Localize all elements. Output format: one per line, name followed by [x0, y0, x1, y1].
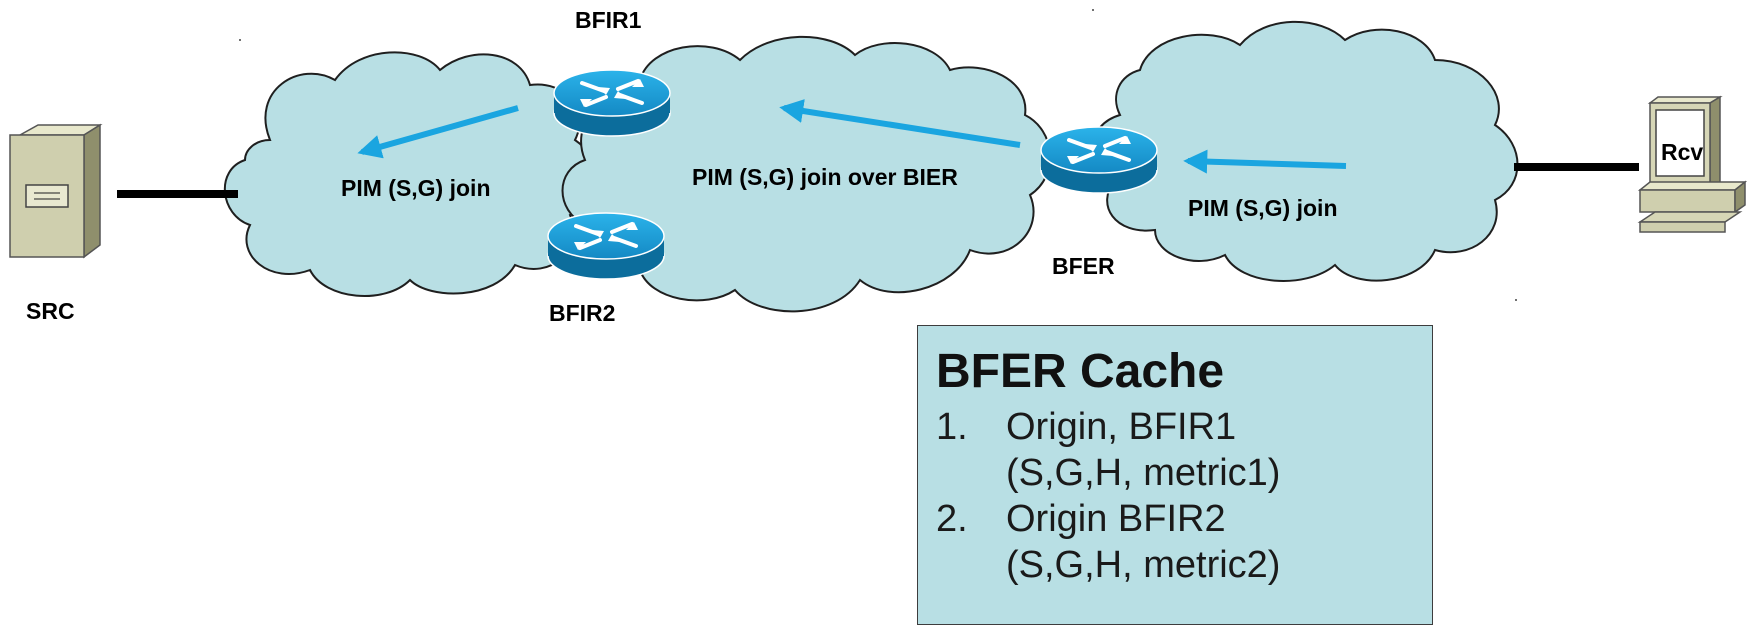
cache-entry-line: Origin, BFIR1 [1006, 406, 1237, 448]
right-join-label: PIM (S,G) join [1188, 195, 1338, 221]
center-join-label: PIM (S,G) join over BIER [692, 164, 958, 190]
bfir1-label: BFIR1 [575, 7, 642, 33]
cache-entry-line: (S,G,H, metric2) [1006, 544, 1281, 586]
src-label: SRC [26, 298, 75, 324]
arrow-icon [779, 99, 1021, 148]
cache-entry-number: 2. [936, 498, 968, 540]
cache-entry-number: 1. [936, 406, 968, 448]
router-icon [547, 212, 665, 280]
cache-title: BFER Cache [936, 345, 1225, 398]
router-icon [1040, 126, 1158, 194]
arrow-icon [357, 105, 519, 159]
list-item: 2. Origin BFIR2 (S,G,H, metric2) [936, 496, 1432, 588]
router-icon [553, 69, 671, 137]
pc-icon [1637, 95, 1748, 233]
list-item: 1. Origin, BFIR1 (S,G,H, metric1) [936, 404, 1432, 496]
bfir2-label: BFIR2 [549, 300, 615, 326]
server-icon [9, 123, 103, 259]
cache-entry-line: Origin BFIR2 [1006, 498, 1226, 540]
rcv-label: Rcv [1661, 139, 1703, 165]
bfer-cache-box: BFER Cache 1. Origin, BFIR1 (S,G,H, metr… [917, 325, 1433, 625]
arrow-icon [1183, 149, 1347, 174]
bfer-label: BFER [1052, 253, 1115, 279]
cache-list: 1. Origin, BFIR1 (S,G,H, metric1) 2. Ori… [936, 404, 1432, 588]
left-join-label: PIM (S,G) join [341, 175, 491, 201]
cache-entry-line: (S,G,H, metric1) [1006, 452, 1281, 494]
